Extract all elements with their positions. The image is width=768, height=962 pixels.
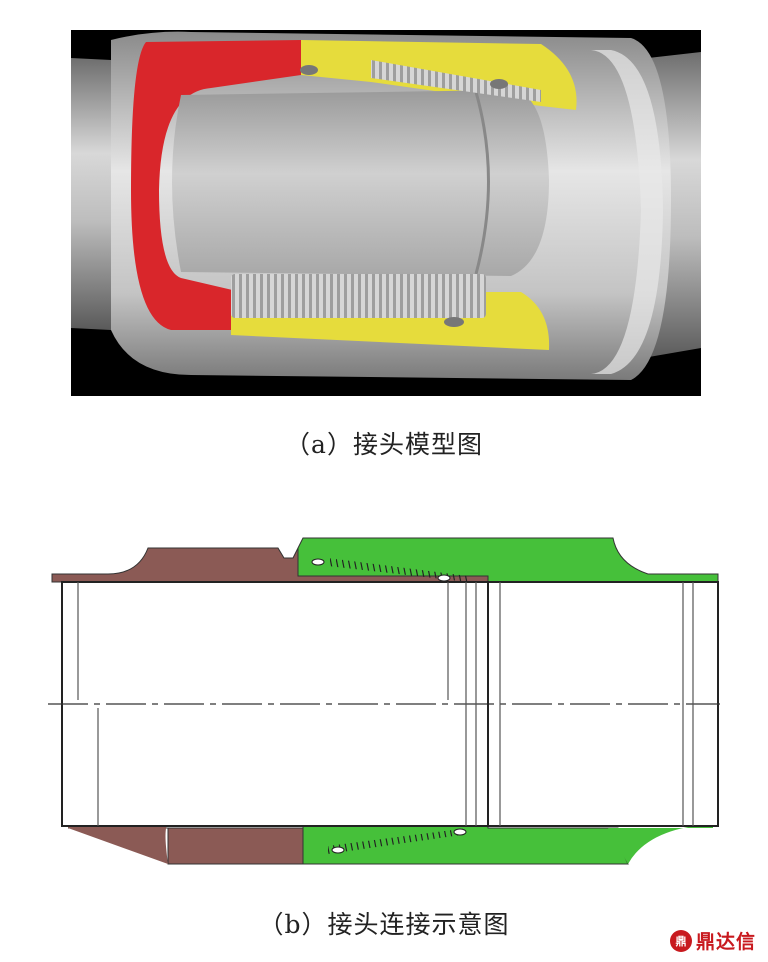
joint-model-render [71,30,701,396]
bore-step-ring [474,91,490,275]
left-pipe [71,58,111,330]
watermark: 鼎 鼎达信 [669,927,756,954]
seal-dot [311,558,325,566]
brown-part-bottom-left [68,824,168,864]
seal-ring-top [300,65,318,75]
top-thread-band [328,558,468,582]
green-part-top [297,537,719,583]
joint-connection-schematic [48,537,720,865]
inner-bore [172,90,549,276]
seal-dot [331,846,345,854]
seal-ring-bottom [444,317,464,327]
top-thread [371,60,541,102]
watermark-text: 鼎达信 [695,931,756,953]
green-part-bottom-right [608,824,713,864]
watermark-seal-icon: 鼎 [669,929,692,952]
right-collar [591,50,663,374]
seal-ring-top-right [490,79,508,89]
red-section-cutaway [131,40,301,330]
seal-dot [437,574,451,582]
bottom-thread-band [328,828,468,854]
caption-a: （a）接头模型图 [285,430,483,459]
caption-b: （b）接头连接示意图 [258,910,510,939]
seal-dot [453,828,467,836]
bottom-thread [231,274,486,318]
